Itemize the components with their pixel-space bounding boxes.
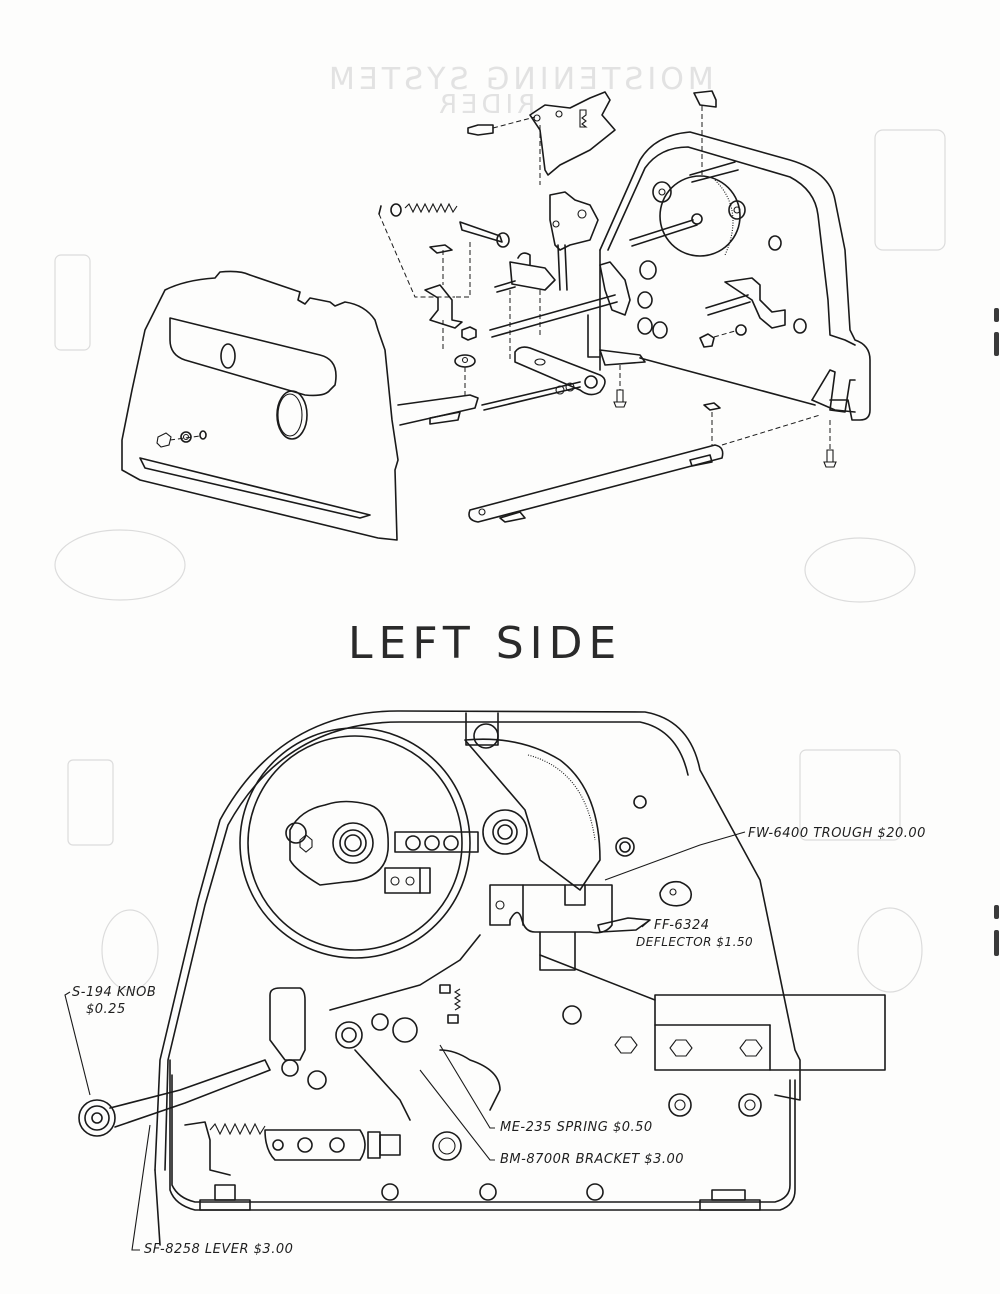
bottom-bar: [468, 402, 837, 523]
section-title: LEFT SIDE: [348, 618, 623, 669]
edge-mark: [994, 308, 999, 322]
callout-s-194-knob: S-194 KNOB: [72, 985, 157, 1000]
callout-ff-6324-deflector: DEFLECTOR $1.50: [636, 935, 754, 949]
bleed-through-shapes: [54, 129, 946, 993]
callout-me-235-spring: ME-235 SPRING $0.50: [500, 1120, 653, 1135]
edge-mark: [994, 930, 999, 956]
left-cover-panel: [121, 270, 479, 541]
edge-mark: [994, 332, 999, 356]
callout-fw-6400-trough: FW-6400 TROUGH $20.00: [748, 826, 926, 841]
exploded-view: [121, 90, 871, 541]
callout-sf-8258-lever: SF-8258 LEVER $3.00: [144, 1242, 294, 1257]
callout-ff-6324-part-no: FF-6324: [654, 918, 710, 933]
callout-s-194-price: $0.25: [86, 1002, 126, 1017]
edge-mark: [994, 905, 999, 919]
right-frame-panel: [599, 90, 871, 421]
left-side-view: [64, 710, 886, 1251]
center-mechanism: [378, 91, 646, 411]
callout-bm-8700r-bracket: BM-8700R BRACKET $3.00: [500, 1152, 685, 1167]
